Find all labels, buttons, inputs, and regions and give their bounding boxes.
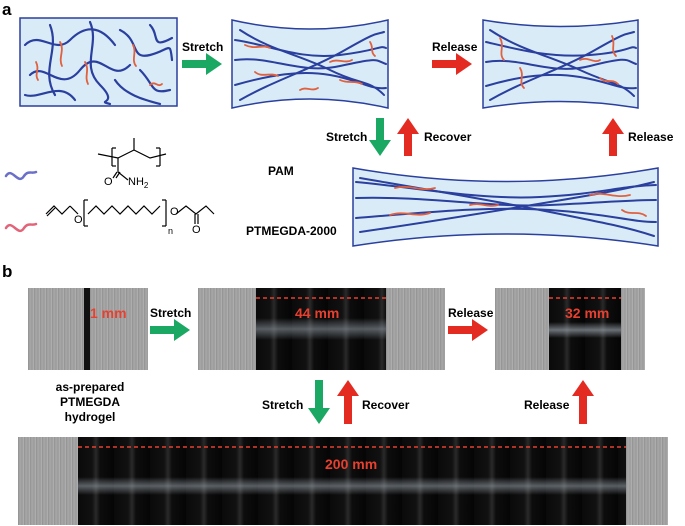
photo-released-32mm xyxy=(495,288,645,370)
label-release-b2: Release xyxy=(524,398,570,412)
ptmegda-chain-icon xyxy=(4,222,38,233)
label-stretch-b1: Stretch xyxy=(150,306,192,320)
label-ptmegda: PTMEGDA-2000 xyxy=(246,224,337,238)
photo-stretched-200mm xyxy=(18,437,668,525)
network-box-stretched xyxy=(231,19,389,109)
arrow-release-up-a xyxy=(602,118,624,156)
dimension-line-32mm xyxy=(549,297,621,299)
arrow-recover-up-b xyxy=(337,380,359,424)
label-release-b1: Release xyxy=(448,306,494,320)
pam-atom-nh: NH xyxy=(128,176,144,188)
ptmegda-structure xyxy=(45,199,215,227)
label-release-a2: Release xyxy=(628,130,674,144)
photo-stretched-44mm xyxy=(198,288,445,370)
pam-chain-icon xyxy=(4,170,38,181)
network-box-initial xyxy=(19,17,178,107)
arrow-stretch-down-b xyxy=(308,380,330,424)
caption-line-1: as-prepared xyxy=(55,380,125,394)
arrow-stretch-right-b xyxy=(150,319,190,341)
pam-structure xyxy=(97,138,167,181)
network-box-highly-stretched xyxy=(352,167,659,247)
label-recover-a: Recover xyxy=(424,130,472,144)
gap-label-44mm: 44 mm xyxy=(295,305,340,321)
panel-label-b: b xyxy=(2,262,13,281)
pam-atom-nh2-sub: 2 xyxy=(143,181,149,191)
arrow-release-up-b xyxy=(572,380,594,424)
dimension-line-44mm xyxy=(256,297,386,299)
panel-a-diagrams xyxy=(4,17,659,247)
dimension-line-200mm xyxy=(78,446,626,448)
caption-line-2: PTMEGDA xyxy=(60,395,120,409)
label-release-a1: Release xyxy=(432,40,478,54)
arrow-stretch-down-a xyxy=(369,118,391,156)
arrow-recover-up-a xyxy=(397,118,419,156)
gap-label-1mm: 1 mm xyxy=(90,305,127,321)
label-pam: PAM xyxy=(268,164,294,178)
ptm-atom-o3: O xyxy=(192,224,201,236)
ptm-atom-o2: O xyxy=(170,206,179,218)
ptm-atom-o1: O xyxy=(74,214,83,226)
label-stretch-a1: Stretch xyxy=(182,40,224,54)
arrow-stretch-right-a xyxy=(182,53,222,75)
label-stretch-a2: Stretch xyxy=(326,130,368,144)
photo-initial xyxy=(28,288,148,370)
ptm-subscript-n: n xyxy=(168,226,174,236)
network-box-released xyxy=(482,19,639,109)
label-recover-b: Recover xyxy=(362,398,410,412)
arrow-release-right-b xyxy=(448,319,488,341)
panel-label-a: a xyxy=(2,0,12,19)
gap-label-32mm: 32 mm xyxy=(565,305,610,321)
gap-label-200mm: 200 mm xyxy=(325,456,378,472)
label-stretch-b2: Stretch xyxy=(262,398,304,412)
pam-atom-o: O xyxy=(104,176,113,188)
arrow-release-right-a xyxy=(432,53,472,75)
pam-atom-nh2: NH2 xyxy=(128,176,148,190)
caption-line-3: hydrogel xyxy=(64,410,116,424)
